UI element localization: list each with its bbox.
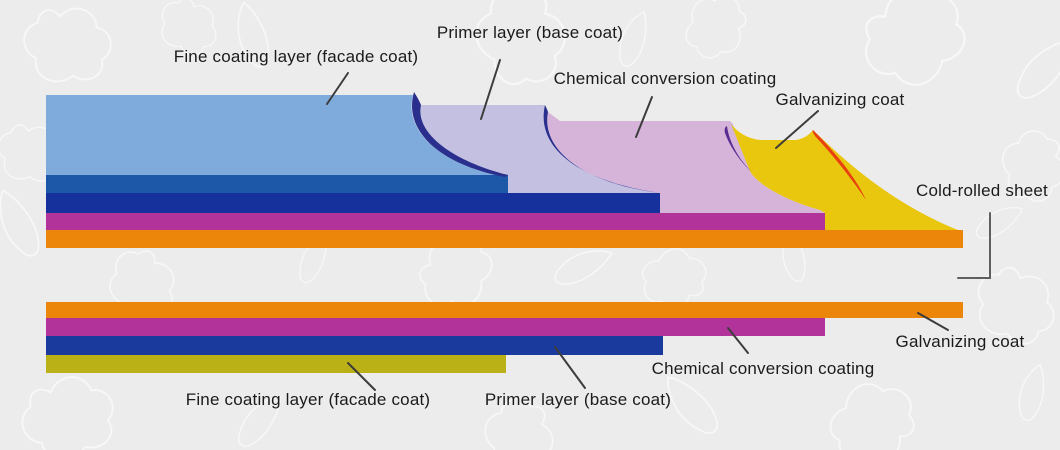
chemical-conversion-layer-bottom (46, 318, 825, 336)
primer-layer-bottom (46, 336, 663, 355)
bottom-layer-stack (46, 302, 963, 373)
leader-lines (326, 59, 991, 391)
top-strip-navy (46, 193, 660, 213)
top-strip-magenta (46, 213, 825, 230)
leader-fine-coating-bottom (347, 362, 376, 391)
label-primer-top: Primer layer (base coat) (436, 23, 624, 42)
top-layer-stack (46, 92, 963, 248)
label-cold-rolled-sheet: Cold-rolled sheet (916, 181, 1048, 200)
label-fine-coating-top: Fine coating layer (facade coat) (173, 47, 419, 66)
fine-coating-layer-top (46, 95, 503, 176)
leader-galvanizing-top (775, 110, 819, 149)
label-galvanizing-bottom: Galvanizing coat (895, 332, 1025, 351)
leader-galvanizing-bottom (917, 312, 949, 331)
leader-primer-bottom (554, 346, 586, 389)
leader-chemical-bottom (727, 327, 749, 354)
leader-chemical-top (635, 96, 653, 138)
chemical-curl-edge (724, 126, 752, 172)
chemical-conversion-layer-top (547, 112, 825, 213)
galvanizing-layer-top (731, 124, 958, 230)
top-strip-medium-blue (46, 174, 508, 193)
leader-primer-top (480, 59, 501, 120)
cold-rolled-sheet-bracket (957, 212, 991, 279)
leader-fine-coating-top (326, 72, 349, 105)
label-galvanizing-top: Galvanizing coat (775, 90, 905, 109)
label-fine-coating-bottom: Fine coating layer (facade coat) (185, 390, 431, 409)
galvanizing-layer-bottom (46, 302, 963, 318)
fine-coating-curl-edge (412, 92, 508, 177)
label-chemical-top: Chemical conversion coating (553, 69, 777, 88)
cold-rolled-sheet-layer (46, 230, 963, 248)
galvanizing-curl-edge (812, 130, 866, 200)
fine-coating-layer-bottom (46, 355, 506, 373)
label-primer-bottom: Primer layer (base coat) (484, 390, 672, 409)
label-chemical-bottom: Chemical conversion coating (651, 359, 875, 378)
primer-layer-top (420, 105, 660, 193)
